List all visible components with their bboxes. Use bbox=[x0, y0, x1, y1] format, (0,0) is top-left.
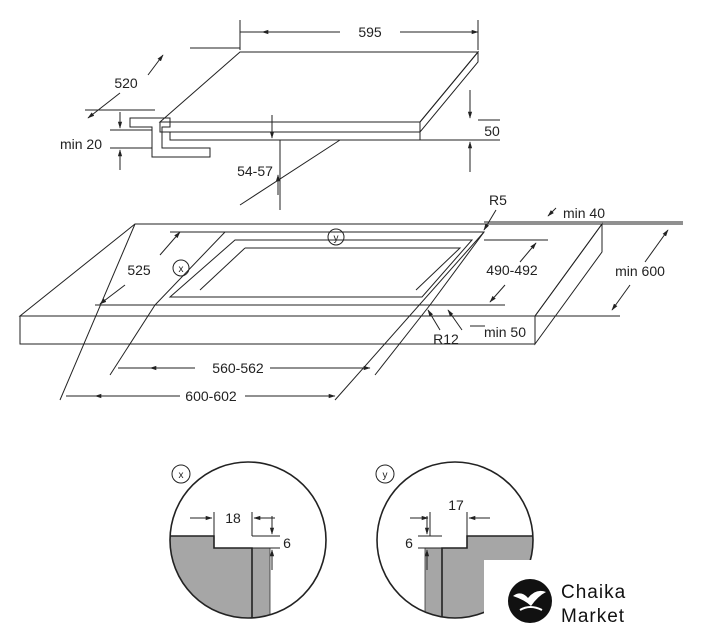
detail-y-circle bbox=[376, 461, 534, 619]
worktop-side bbox=[534, 222, 603, 346]
min-depth-label: min 600 bbox=[615, 263, 665, 279]
hob-right-edge bbox=[419, 50, 479, 134]
chaika-market-logo: Chaika Market bbox=[484, 560, 702, 640]
detail-x-tag bbox=[171, 464, 191, 484]
cutout-depth-label: 54-57 bbox=[237, 163, 273, 179]
r5-label: R5 bbox=[489, 192, 507, 208]
hob-width-label: 595 bbox=[358, 24, 382, 40]
hob-depth-label: 520 bbox=[114, 75, 138, 91]
detail-y-tag-label: y bbox=[383, 470, 388, 481]
detail-x: x 18 6 bbox=[169, 461, 327, 619]
overall-width-label: 600-602 bbox=[185, 388, 237, 404]
min-front-label: min 50 bbox=[484, 324, 526, 340]
detail-y-marker bbox=[327, 228, 345, 246]
hob-front-edge bbox=[159, 121, 421, 133]
detail-x-section bbox=[170, 536, 270, 618]
min-back-label: min 40 bbox=[563, 205, 605, 221]
detail-x-tag-label: x bbox=[179, 470, 184, 481]
cutout-inner bbox=[168, 239, 474, 298]
hob-height-label: 50 bbox=[484, 123, 500, 139]
detail-x-marker bbox=[172, 259, 190, 277]
detail-x-marker-label: x bbox=[179, 264, 184, 275]
detail-y-marker-label: y bbox=[334, 233, 339, 244]
detail-y-tag bbox=[375, 464, 395, 484]
hob-drawing: 595 520 50 min 20 54-57 bbox=[60, 20, 500, 210]
detail-x-width-label: 18 bbox=[225, 510, 241, 526]
detail-y-depth-label: 6 bbox=[405, 535, 413, 551]
mounting-bracket bbox=[129, 117, 211, 158]
cutout-outer bbox=[153, 231, 485, 306]
cutout-recess bbox=[245, 247, 462, 291]
cutout-y-label: 490-492 bbox=[486, 262, 538, 278]
logo-line2: Market bbox=[561, 606, 625, 627]
cutout-depth-range-label: 525 bbox=[127, 262, 151, 278]
logo-line1: Chaika bbox=[561, 582, 626, 603]
detail-x-circle bbox=[169, 461, 327, 619]
hob-body bbox=[169, 132, 421, 141]
r12-label: R12 bbox=[433, 331, 459, 347]
detail-x-depth-label: 6 bbox=[283, 535, 291, 551]
worktop-drawing: R5 min 40 min 600 490-492 525 x y R12 bbox=[18, 192, 683, 404]
hob-top-plate bbox=[158, 51, 480, 123]
detail-y-width-label: 17 bbox=[448, 497, 464, 513]
min-bottom-label: min 20 bbox=[60, 136, 102, 152]
cutout-width-label: 560-562 bbox=[212, 360, 264, 376]
